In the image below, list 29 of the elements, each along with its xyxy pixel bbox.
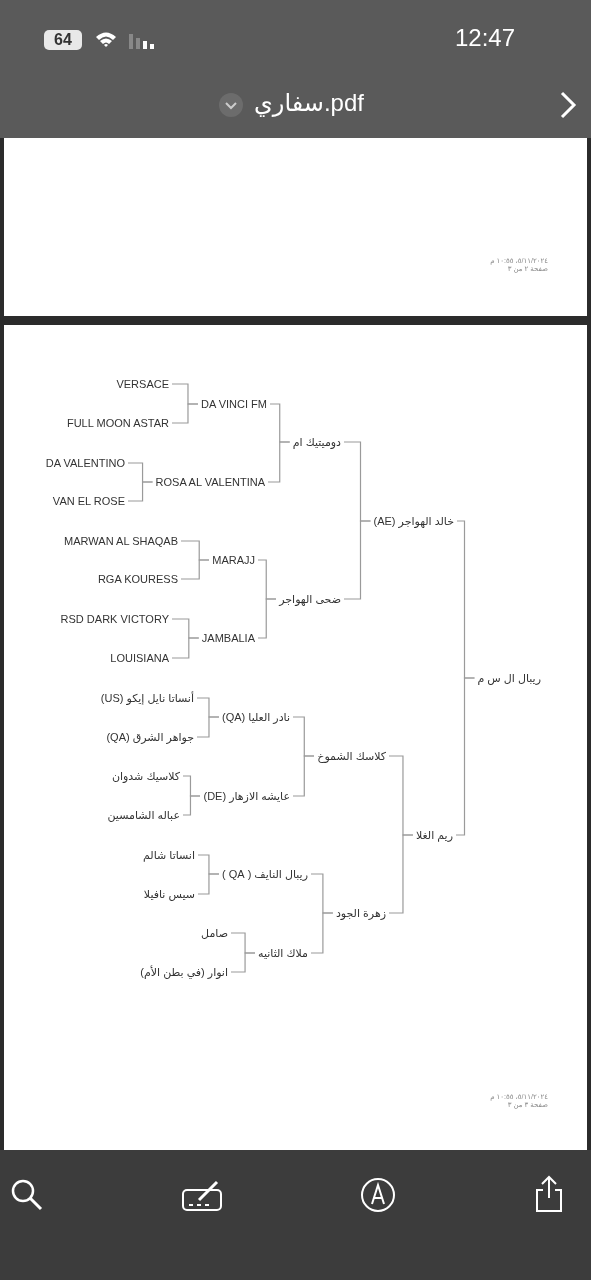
connector-line bbox=[182, 795, 202, 816]
connector-line bbox=[310, 912, 334, 954]
connector-line bbox=[343, 520, 372, 600]
horse-name: كلاسك الشموخ bbox=[314, 749, 389, 763]
connector-line bbox=[257, 598, 277, 639]
connector-line bbox=[180, 559, 210, 580]
horse-name: VERSACE bbox=[113, 377, 172, 391]
horse-name: نادر العليا (QA) bbox=[219, 710, 293, 724]
connector-line bbox=[230, 952, 256, 973]
connector-line bbox=[388, 834, 414, 914]
horse-name: MARAJJ bbox=[209, 553, 258, 567]
document-title: سفاري.pdf bbox=[254, 89, 364, 117]
connector-line bbox=[292, 755, 315, 797]
clock-time: 12:47 bbox=[455, 24, 516, 52]
connector-line bbox=[171, 637, 200, 659]
horse-name: DA VINCI FM bbox=[198, 397, 270, 411]
connector-line bbox=[455, 677, 476, 836]
battery-indicator: 64 bbox=[44, 30, 82, 50]
connector-line bbox=[197, 873, 220, 895]
connector-line bbox=[267, 441, 291, 483]
horse-name: انساتا شالم bbox=[140, 848, 198, 862]
horse-name: صامل bbox=[198, 926, 231, 940]
horse-name: ضحى الهواجر bbox=[276, 592, 344, 606]
connector-line bbox=[196, 716, 220, 738]
horse-name: انوار (في بطن الأم) bbox=[137, 965, 231, 979]
horse-name: MARWAN AL SHAQAB bbox=[61, 534, 181, 548]
horse-name: VAN EL ROSE bbox=[49, 494, 128, 508]
connector-line bbox=[171, 403, 199, 424]
connector-line bbox=[127, 481, 154, 502]
